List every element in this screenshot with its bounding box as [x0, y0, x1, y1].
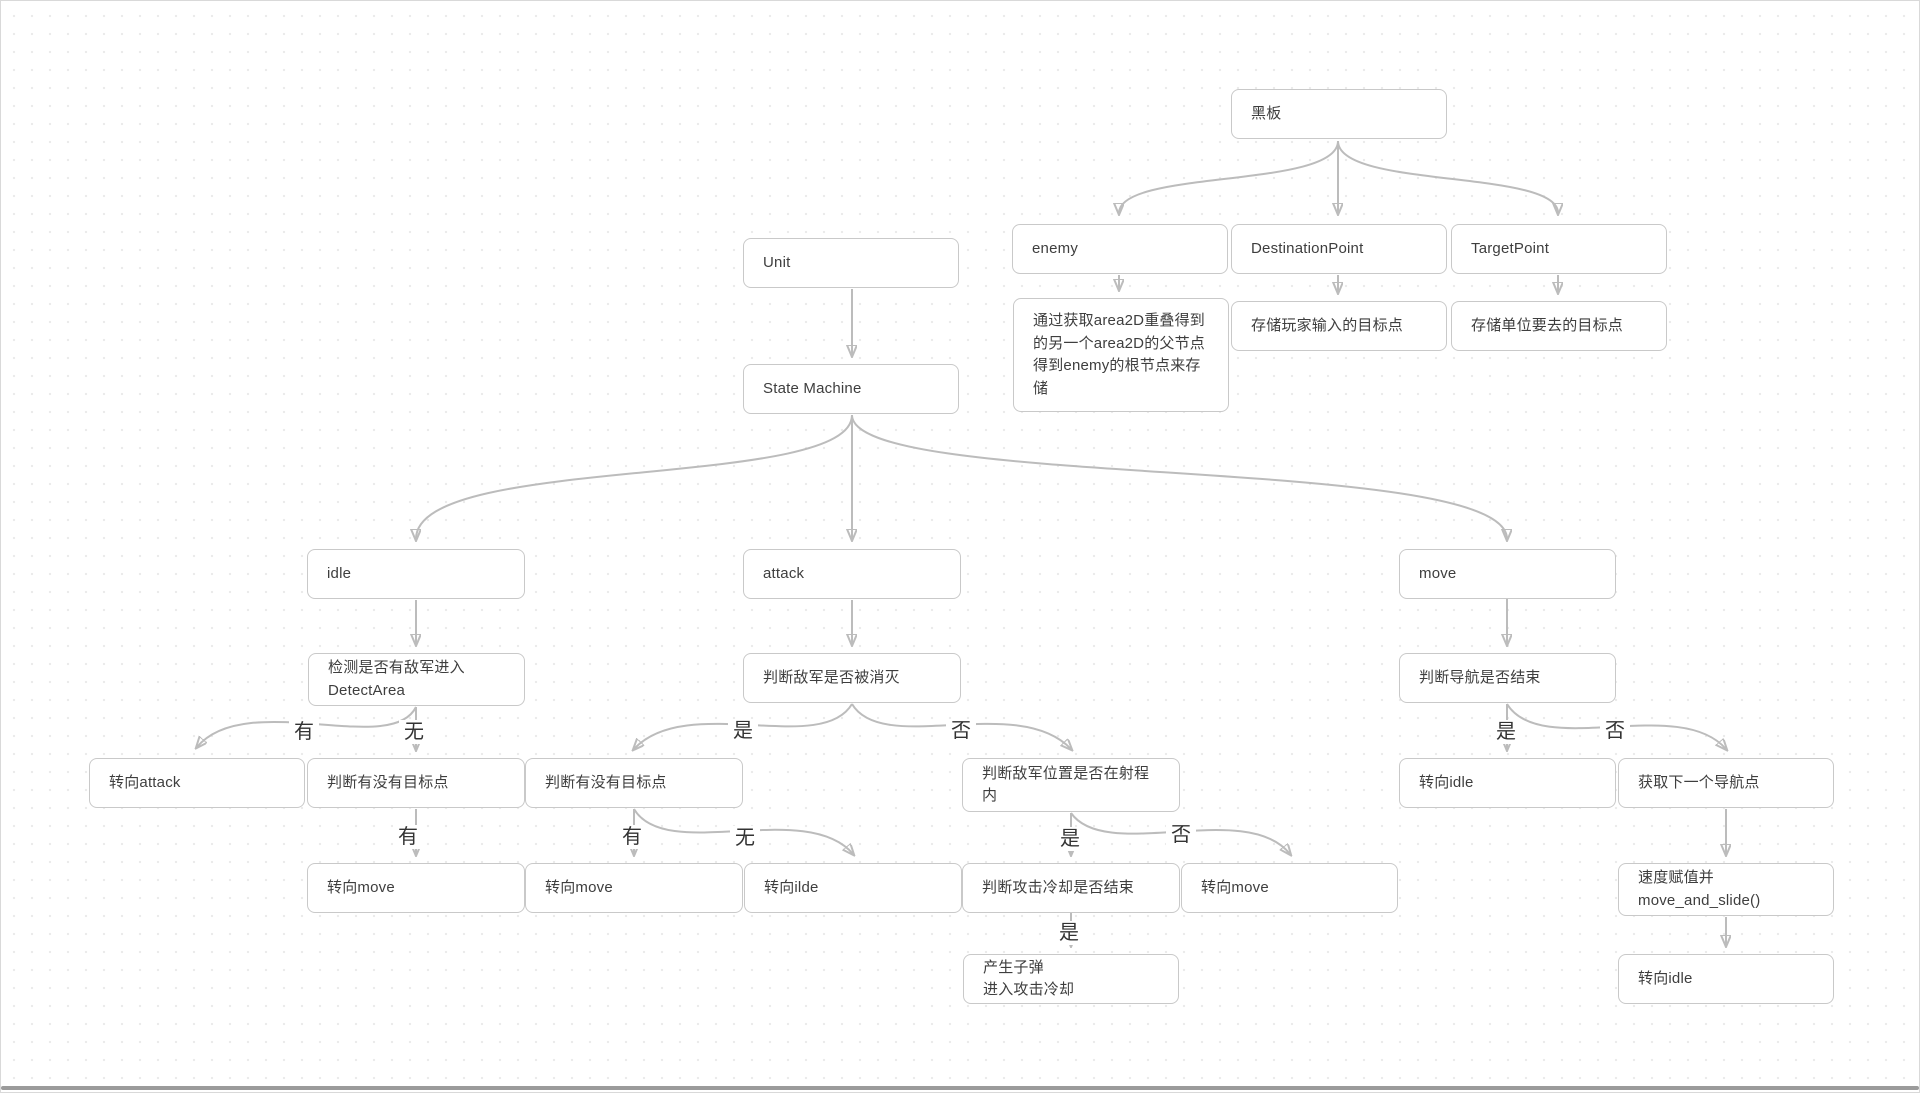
node-destination-point[interactable]: DestinationPoint [1231, 224, 1447, 274]
node-turn-attack[interactable]: 转向attack [89, 758, 305, 808]
node-target-point[interactable]: TargetPoint [1451, 224, 1667, 274]
edge-label-cooldown-yes[interactable]: 是 [1054, 921, 1084, 945]
edge-label-attack-target-none[interactable]: 无 [730, 826, 760, 850]
node-enemy-in-range[interactable]: 判断敌军位置是否在射程 内 [962, 758, 1180, 812]
node-attack-check-target[interactable]: 判断有没有目标点 [525, 758, 743, 808]
edge-label-range-no[interactable]: 否 [1166, 823, 1196, 847]
edge-blackboard-target [1337, 140, 1558, 213]
node-blackboard[interactable]: 黑板 [1231, 89, 1447, 139]
horizontal-scrollbar[interactable] [1, 1086, 1919, 1090]
node-enemy-description[interactable]: 通过获取area2D重叠得到 的另一个area2D的父节点 得到enemy的根节… [1013, 298, 1229, 412]
node-idle[interactable]: idle [307, 549, 525, 599]
edge-label-range-yes[interactable]: 是 [1055, 827, 1085, 851]
node-spawn-bullet[interactable]: 产生子弹 进入攻击冷却 [963, 954, 1179, 1004]
node-target-description[interactable]: 存储单位要去的目标点 [1451, 301, 1667, 351]
node-final-turn-idle[interactable]: 转向idle [1618, 954, 1834, 1004]
node-get-next-nav[interactable]: 获取下一个导航点 [1618, 758, 1834, 808]
edge-label-idle-target-has[interactable]: 有 [393, 825, 423, 849]
node-range-turn-move[interactable]: 转向move [1181, 863, 1398, 913]
edge-label-nav-yes[interactable]: 是 [1491, 720, 1521, 744]
node-attack-turn-move[interactable]: 转向move [525, 863, 743, 913]
node-move[interactable]: move [1399, 549, 1616, 599]
edge-blackboard-enemy [1119, 140, 1339, 213]
edge-statemachine-move [851, 414, 1507, 539]
edge-label-detect-has[interactable]: 有 [289, 720, 319, 744]
node-enemy[interactable]: enemy [1012, 224, 1228, 274]
node-nav-finished[interactable]: 判断导航是否结束 [1399, 653, 1616, 703]
edge-label-detect-none[interactable]: 无 [399, 720, 429, 744]
edge-label-nav-no[interactable]: 否 [1600, 719, 1630, 743]
node-turn-ilde[interactable]: 转向ilde [744, 863, 962, 913]
edge-label-destroyed-no[interactable]: 否 [946, 719, 976, 743]
edge-label-attack-target-has[interactable]: 有 [617, 825, 647, 849]
node-enemy-destroyed[interactable]: 判断敌军是否被消灭 [743, 653, 961, 703]
edge-label-destroyed-yes[interactable]: 是 [728, 719, 758, 743]
node-attack[interactable]: attack [743, 549, 961, 599]
node-unit[interactable]: Unit [743, 238, 959, 288]
node-state-machine[interactable]: State Machine [743, 364, 959, 414]
node-move-turn-idle[interactable]: 转向idle [1399, 758, 1616, 808]
edge-statemachine-idle [416, 414, 853, 539]
node-set-velocity[interactable]: 速度赋值并 move_and_slide() [1618, 863, 1834, 916]
node-idle-turn-move[interactable]: 转向move [307, 863, 525, 913]
node-destination-description[interactable]: 存储玩家输入的目标点 [1231, 301, 1447, 351]
node-detect-enemy[interactable]: 检测是否有敌军进入 DetectArea [308, 653, 525, 706]
node-idle-check-target[interactable]: 判断有没有目标点 [307, 758, 525, 808]
node-cooldown-check[interactable]: 判断攻击冷却是否结束 [962, 863, 1180, 913]
